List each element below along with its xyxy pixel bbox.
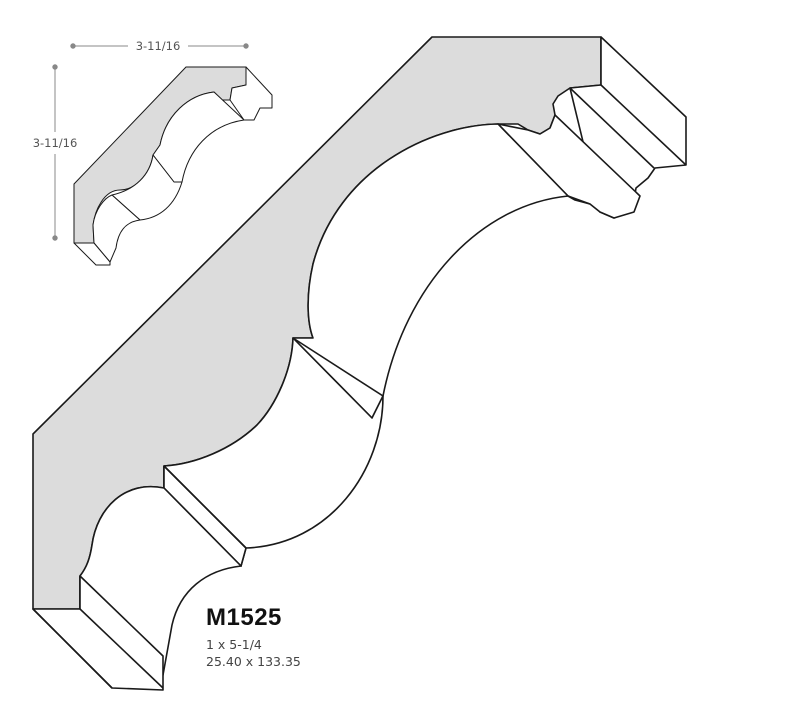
- bottom-fillet-edge: [79, 608, 164, 689]
- top-fillet-edge: [569, 87, 655, 169]
- middle-bead-edge: [292, 337, 384, 397]
- product-code: M1525: [206, 604, 282, 631]
- width-dim-end-right: [243, 43, 249, 49]
- top-step: [497, 114, 641, 219]
- top-fillet-edge2: [600, 84, 687, 166]
- lower-step-edge: [163, 465, 247, 549]
- large-cove: [292, 123, 569, 419]
- size-metric: 25.40 x 133.35: [206, 654, 301, 669]
- thumb-bottom-fillet: [73, 242, 111, 266]
- thumb-top-fillet: [229, 66, 273, 121]
- height-dimension-label: 3-11/16: [33, 136, 78, 150]
- top-step-line: [567, 195, 591, 205]
- size-imperial: 1 x 5-1/4: [206, 637, 262, 652]
- main-profile: [32, 36, 687, 691]
- width-dim-end-left: [70, 43, 76, 49]
- width-dimension-label: 3-11/16: [136, 39, 181, 53]
- thumbnail-profile: [73, 66, 273, 266]
- height-dim-end-bottom: [52, 235, 58, 241]
- bottom-fillet-edge2: [32, 608, 113, 689]
- thumb-dimensions: [52, 43, 249, 241]
- height-dim-end-top: [52, 64, 58, 70]
